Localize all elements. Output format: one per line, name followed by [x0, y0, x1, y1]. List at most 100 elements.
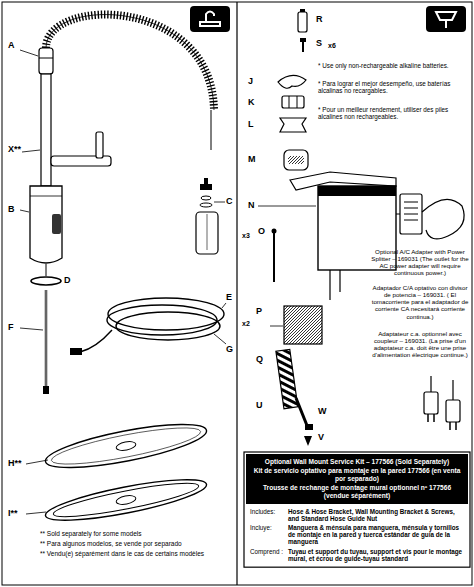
rods-part [273, 232, 275, 282]
clip-part [278, 75, 306, 88]
callout-letter: S [316, 38, 322, 48]
soap-dispenser-part [200, 203, 212, 207]
leader-line [26, 512, 46, 514]
faucet-body-part [30, 186, 62, 263]
callout-letter: K [248, 97, 255, 107]
spout-column [41, 74, 211, 186]
quantity: x2 [242, 320, 250, 328]
cap [284, 150, 308, 170]
tip-part [304, 436, 312, 446]
hose-fitting-part [296, 398, 308, 428]
ac-adapter-part [404, 214, 418, 215]
ac-adapter-part [422, 199, 464, 239]
spray-head-part [39, 48, 53, 74]
leader-line [214, 202, 225, 203]
plugs [424, 376, 460, 430]
gasket-part [115, 494, 136, 506]
filter [284, 306, 322, 344]
control-box-part [339, 270, 340, 292]
mounting-ring-part [46, 264, 47, 276]
deck-plate-part [49, 421, 202, 472]
deck-plate-part [43, 416, 210, 477]
spray-head-part [39, 58, 53, 59]
plugs-part [455, 422, 457, 430]
kit-title: Kit de servicio optativo para montaje en… [250, 467, 464, 483]
adapter-note: Optional A/C Adapter with Power Splitter… [370, 248, 470, 277]
kit-title: Optional Wall Mount Service Kit – 177566… [250, 458, 464, 466]
control-box-part [318, 186, 396, 196]
battery-part [298, 12, 307, 32]
callout-letter: W [318, 406, 327, 416]
ac-adapter-part [400, 194, 422, 234]
leader-line [20, 210, 29, 212]
battery-note: * Use only non-rechargeable alkaline bat… [318, 62, 464, 69]
soap-dispenser-part [207, 214, 208, 250]
spray-head [39, 48, 53, 74]
callout-letter: Q [256, 354, 263, 364]
includes-text: Includes: [250, 508, 275, 515]
supply-rod-part [45, 290, 47, 388]
callout-letter: E [226, 292, 232, 302]
screw-part [302, 42, 304, 52]
includes-text: Comprend : [250, 548, 283, 555]
callout-letter: N [248, 200, 255, 210]
kit-title: Trousse de rechange de montage mural opt… [250, 484, 464, 500]
faucet-body-part [30, 196, 62, 197]
plugs-part [449, 422, 451, 430]
includes-text: Incluye: [250, 524, 272, 531]
leader-line [270, 326, 283, 327]
ac-adapter-part [404, 220, 418, 221]
adapter-note: Adaptateur c.a. optionnel avec coupleur … [370, 330, 470, 359]
battery-note: * Para lograr el mejor desempeño, use ba… [318, 80, 464, 94]
gasket [43, 472, 209, 529]
faucet-icon-part [190, 6, 230, 32]
ac-adapter-part [404, 208, 418, 209]
nut-part [289, 96, 290, 108]
plugs-part [452, 380, 453, 400]
callout-letter: B [8, 204, 15, 214]
callout-letter: G [226, 344, 233, 354]
quantity: x6 [328, 42, 336, 50]
spring-spout-part [46, 15, 214, 110]
callout-letter: O [258, 226, 265, 236]
screw-part [300, 38, 306, 42]
leader-line [22, 150, 40, 152]
tip [304, 436, 312, 446]
faucet-body [30, 186, 62, 263]
callout-letter: D [64, 275, 71, 285]
callout-letter: V [318, 432, 324, 442]
coiled-hose-part [107, 305, 217, 335]
clip [278, 75, 306, 88]
plugs-part [430, 376, 431, 392]
control-box-icon [426, 6, 466, 32]
soap-dispenser-part [196, 212, 218, 254]
soap-dispenser-part [201, 196, 211, 200]
faucet-icon-part [200, 12, 220, 27]
nut-part [282, 96, 304, 108]
callout-letter: F [8, 322, 14, 332]
footnote: ** Sold separately for some models [40, 530, 230, 537]
soap-dispenser [196, 178, 218, 254]
screw [300, 38, 306, 52]
spring-spout-part [46, 15, 214, 110]
supply-rod [43, 290, 49, 394]
footnote: ** Para algunos modelos, se vende por se… [40, 540, 230, 547]
hose-fitting-part [305, 424, 313, 430]
ac-adapter-part [404, 202, 418, 203]
cap-part [288, 156, 304, 164]
battery [298, 9, 307, 32]
footnote: ** Vendu(e) séparément dans le cas de ce… [40, 550, 230, 557]
hose-guide [276, 349, 298, 408]
leader-line [20, 328, 43, 330]
includes-heading: Tuyau et support du tuyau, support et vi… [288, 548, 466, 562]
coiled-hose-part [116, 312, 220, 340]
plugs-part [446, 400, 460, 422]
page-frame-part [236, 2, 237, 585]
mounting-nut [280, 118, 306, 132]
soap-dispenser-part [200, 178, 212, 190]
includes-heading: Manguera & ménsula para manguera, ménsul… [288, 524, 466, 546]
faucet-body-part [52, 214, 61, 234]
control-box-icon-part [436, 12, 456, 28]
